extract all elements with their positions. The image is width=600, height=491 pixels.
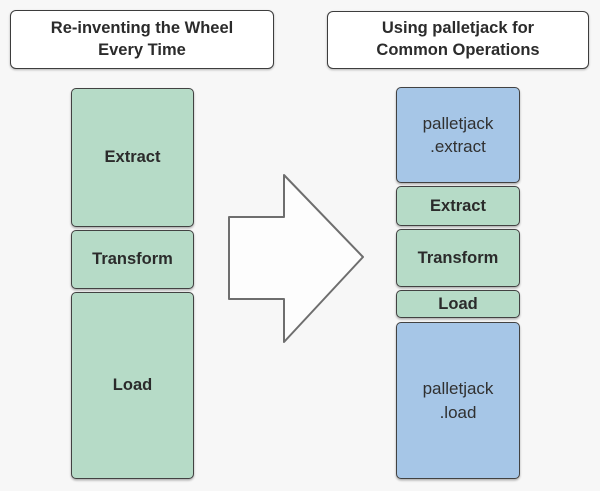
right-title-box: Using palletjack for Common Operations xyxy=(327,11,589,69)
right-load-label: Load xyxy=(438,294,478,313)
right-palletjack-extract-line-1: palletjack xyxy=(422,113,494,133)
right-transform-label: Transform xyxy=(417,248,499,267)
right-transform-box: Transform xyxy=(396,229,520,287)
left-title-box: Re-inventing the Wheel Every Time xyxy=(10,10,274,69)
left-title-line-2: Every Time xyxy=(98,40,186,59)
left-extract-box: Extract xyxy=(71,88,194,227)
right-block-arrow-icon xyxy=(228,174,364,343)
right-load-box: Load xyxy=(396,290,520,318)
left-extract-label: Extract xyxy=(104,148,161,166)
left-title-line-1: Re-inventing the Wheel xyxy=(50,18,234,37)
right-palletjack-load-line-2: .load xyxy=(439,402,477,422)
right-extract-label: Extract xyxy=(430,196,486,215)
right-palletjack-load-box: palletjack .load xyxy=(396,322,520,479)
right-palletjack-extract-line-2: .extract xyxy=(430,137,486,156)
left-transform-label: Transform xyxy=(92,250,173,268)
right-palletjack-extract-box: palletjack .extract xyxy=(396,87,520,183)
right-title-line-1: Using palletjack for xyxy=(381,19,535,38)
left-load-label: Load xyxy=(112,376,153,394)
right-title-line-2: Common Operations xyxy=(376,41,540,59)
right-extract-box: Extract xyxy=(396,186,520,226)
right-palletjack-load-line-1: palletjack xyxy=(422,379,494,399)
left-load-box: Load xyxy=(71,292,194,479)
left-transform-box: Transform xyxy=(71,230,194,289)
